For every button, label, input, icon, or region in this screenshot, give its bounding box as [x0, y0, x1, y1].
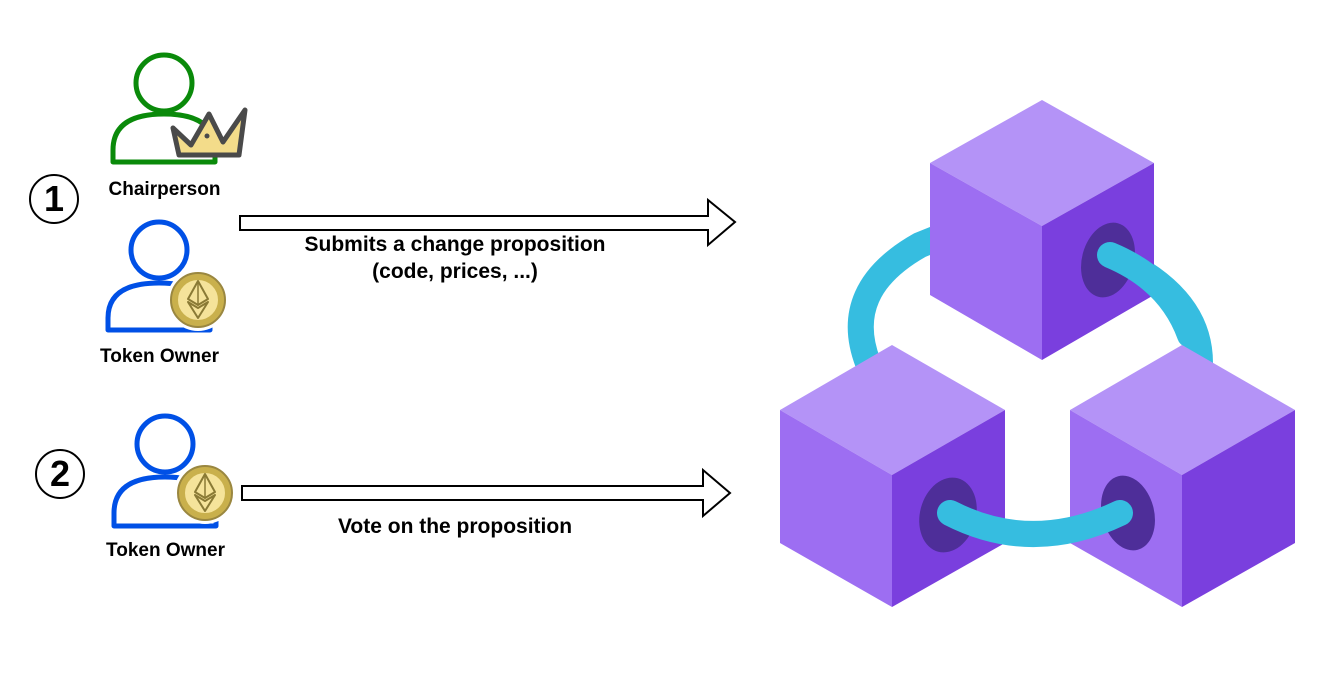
step-2-badge: 2 [34, 448, 86, 500]
step-1-badge: 1 [28, 173, 80, 225]
step-1-action-line2: (code, prices, ...) [372, 260, 538, 283]
token-owner-label-1: Token Owner [100, 346, 219, 367]
block-right [1070, 345, 1295, 607]
crown-icon [170, 107, 248, 158]
chairperson-label: Chairperson [108, 179, 221, 200]
arrow-step-1 [239, 197, 737, 248]
blockchain-icon [780, 100, 1295, 607]
ethereum-coin-icon [174, 462, 236, 524]
token-owner-actor-2 [109, 410, 239, 535]
arrow-step-2 [241, 467, 732, 519]
block-top [930, 100, 1154, 360]
chairperson-actor [105, 50, 255, 170]
token-owner-icon [105, 219, 229, 333]
token-owner-actor-1 [103, 215, 233, 340]
step-2-number: 2 [49, 453, 71, 494]
token-owner-icon [111, 413, 236, 529]
ethereum-coin-icon [167, 269, 229, 331]
block-left [780, 345, 1005, 607]
step-2-action-line1: Vote on the proposition [337, 515, 573, 538]
step-2-circle [35, 449, 85, 499]
token-owner-label-2: Token Owner [106, 540, 225, 561]
chain-link-top [847, 222, 958, 376]
chairperson-icon [110, 52, 248, 165]
step-1-circle [29, 174, 79, 224]
chain-link-bottom [937, 500, 1133, 547]
step-1-number: 1 [43, 178, 65, 219]
step-1-action-line1: Submits a change proposition [304, 233, 606, 256]
chain-link-top-out [1097, 242, 1203, 348]
